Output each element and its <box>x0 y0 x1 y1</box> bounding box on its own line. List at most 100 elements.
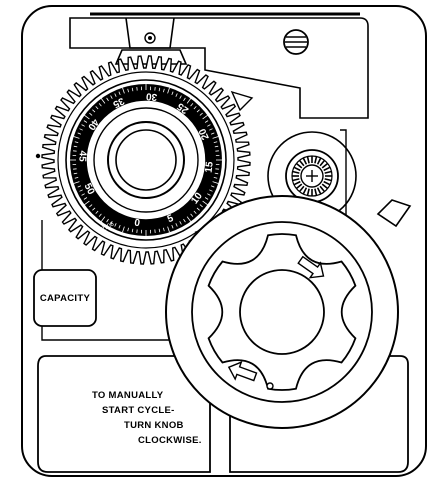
dial-tick <box>186 98 192 104</box>
dial-tick <box>84 200 90 206</box>
knob-hole <box>266 382 274 390</box>
small-gear-tooth <box>298 185 305 193</box>
dial-tick <box>114 223 117 227</box>
gear-inner-edge <box>57 71 235 249</box>
dial-tick <box>74 141 79 143</box>
dial-tick <box>212 181 219 184</box>
small-gear-tooth <box>295 162 303 169</box>
dial-tick <box>100 98 106 104</box>
dial-tick <box>77 132 82 135</box>
dial-tick <box>210 132 215 135</box>
small-gear-tooth <box>292 170 300 174</box>
dial-tick <box>204 120 209 123</box>
dial-ticks <box>70 84 222 236</box>
dial-tick <box>73 145 78 148</box>
dial-tick <box>114 93 117 97</box>
small-gear-tooth <box>319 185 326 193</box>
capacity-label: CAPACITY <box>40 293 91 304</box>
dial-tick <box>131 87 134 92</box>
bracket-screw <box>144 32 156 44</box>
dial-tick <box>179 221 182 225</box>
dial-tick <box>199 204 203 208</box>
dial-tick <box>163 227 165 232</box>
dial-number: 35 <box>111 95 126 110</box>
dial-tick <box>118 91 121 96</box>
pointer-tab <box>230 90 254 112</box>
counterclockwise-arrow-icon <box>227 360 258 382</box>
instruction-line-1: TO MANUALLY <box>92 390 164 401</box>
dial-tick <box>83 120 88 123</box>
dial-tick <box>199 112 203 116</box>
small-gear-rim <box>291 155 333 197</box>
hub-ring <box>107 121 185 199</box>
dial-tick <box>207 124 211 127</box>
small-gear-tooth <box>298 159 305 167</box>
small-gear-tooth <box>321 183 329 190</box>
dial-tick <box>183 97 186 102</box>
dial-tick <box>171 91 174 96</box>
small-gear-tooth <box>314 156 318 164</box>
dial-tick <box>196 109 200 113</box>
hub-outer <box>93 107 199 213</box>
dial-tick <box>196 207 200 211</box>
dial-tick <box>106 218 109 223</box>
small-gear-tooth <box>316 187 322 195</box>
dial-tick <box>175 93 178 97</box>
dial-tick <box>89 204 93 208</box>
dial-tick <box>81 124 85 127</box>
small-gear-tooth <box>293 180 301 186</box>
small-gear-tooth <box>302 157 308 165</box>
small-gear-tooth <box>324 170 332 174</box>
manual-start-knob[interactable] <box>165 195 399 429</box>
dial-tick <box>210 185 215 188</box>
top-cover-panel <box>69 17 369 119</box>
small-gear-tooth <box>306 156 310 164</box>
index-dot <box>35 153 41 159</box>
dial-number: 30 <box>145 90 157 102</box>
capacity-button[interactable] <box>33 269 97 327</box>
small-gear-assembly <box>267 131 357 227</box>
dial-tick <box>84 114 90 120</box>
dial-tick <box>167 226 170 233</box>
dial-tick <box>73 172 78 175</box>
dial-tick <box>193 210 197 214</box>
dial-tick <box>202 200 208 206</box>
dial-tick <box>81 193 85 196</box>
dial-tick <box>73 181 80 184</box>
dial-tick <box>127 227 129 232</box>
dial-tick <box>92 109 96 113</box>
small-gear-tooth <box>323 180 331 186</box>
lower-right-panel <box>229 355 409 473</box>
small-gear-tooth <box>306 188 310 196</box>
dial-number: 5 <box>166 213 176 225</box>
dial-tick <box>118 224 121 229</box>
dial-tick <box>131 228 134 233</box>
dial-tick <box>95 210 99 214</box>
dial-tick <box>79 189 83 192</box>
dial-tick <box>171 224 174 229</box>
small-gear-tooth <box>302 187 308 195</box>
side-pointer <box>376 199 412 228</box>
dial-tick <box>83 197 88 200</box>
dial-tick <box>175 223 178 227</box>
dial-number: 50 <box>82 182 97 197</box>
small-gear-tooth <box>323 166 331 172</box>
dial-tick <box>158 228 161 233</box>
instruction-panel <box>37 355 211 473</box>
dial-tick <box>110 95 113 99</box>
small-gear-tooth <box>292 178 300 182</box>
dial-tick <box>214 145 219 148</box>
dial-tick <box>92 207 96 211</box>
dial-tick <box>186 216 192 222</box>
dial-tick <box>89 112 93 116</box>
small-gear-tooth <box>319 159 326 167</box>
dial-tick <box>213 177 218 179</box>
dial-tick <box>183 218 186 223</box>
instruction-line-4: CLOCKWISE. <box>138 435 202 446</box>
small-gear-tooth <box>324 178 332 182</box>
dial-tick <box>179 95 182 99</box>
dial-tick <box>213 141 218 143</box>
dial-tick <box>212 136 219 139</box>
dial-tick <box>204 197 209 200</box>
